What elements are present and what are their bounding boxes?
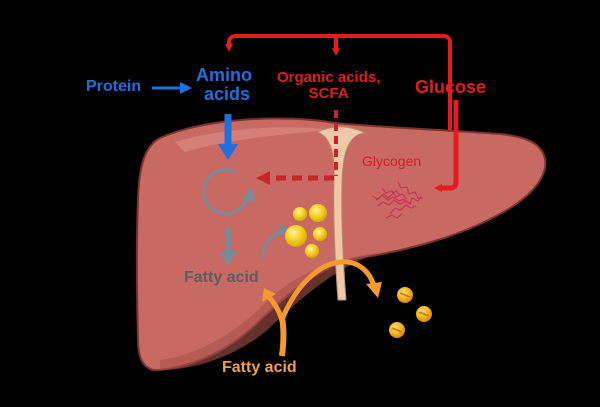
organic-acids-line1: Organic acids, bbox=[277, 69, 381, 86]
glucose-to-glycogen-arrow bbox=[434, 100, 459, 192]
fatty-acid-export-arrow bbox=[279, 259, 377, 321]
amino-acids-line1: Amino bbox=[196, 65, 252, 85]
glycogen-strands bbox=[371, 181, 423, 219]
fatty-acid-inside-label: Fatty acid bbox=[184, 269, 259, 286]
lipid-droplets-exported bbox=[389, 287, 432, 338]
lipid-droplets-inside bbox=[285, 204, 327, 258]
organic-acids-label: Organic acids, SCFA bbox=[277, 70, 380, 102]
cycle-arrow bbox=[202, 168, 250, 216]
glucose-label: Glucose bbox=[415, 77, 487, 97]
protein-label: Protein bbox=[86, 78, 142, 95]
fatty-acid-bottom-label: Fatty acid bbox=[222, 359, 297, 376]
amino-acids-line2: acids bbox=[203, 83, 251, 104]
organic-acids-line2: SCFA bbox=[308, 84, 349, 102]
glucose-loop-arrow bbox=[225, 34, 452, 130]
fatty-acid-uptake-stem bbox=[279, 317, 287, 357]
amino-acids-label: Amino acids bbox=[196, 66, 252, 104]
glycogen-label: Glycogen bbox=[362, 153, 422, 169]
